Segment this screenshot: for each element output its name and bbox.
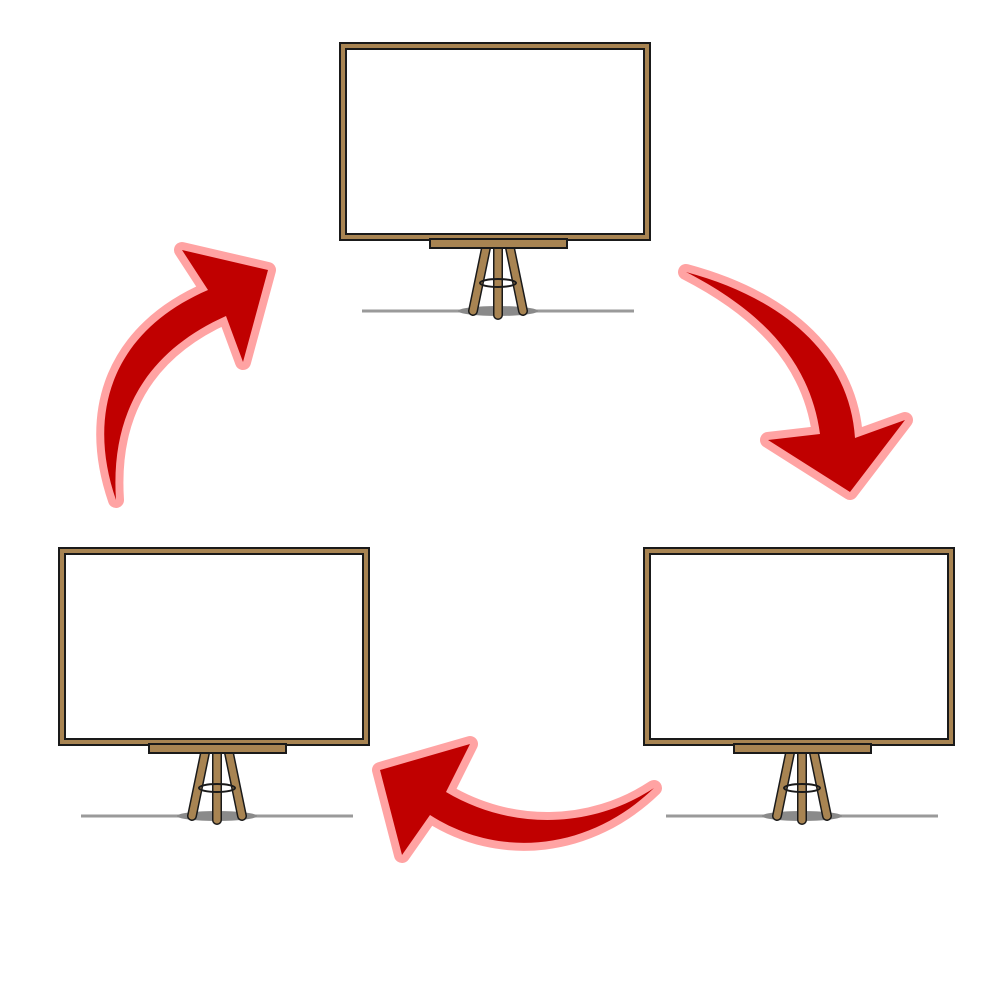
whiteboard-easel-icon-bottom-right xyxy=(644,548,954,821)
whiteboard-easel-icon-top xyxy=(340,43,650,316)
arrow-icon-right-to-left xyxy=(372,736,662,863)
arrow-icon-left-to-top xyxy=(96,242,276,508)
arrow-icon-top-to-right xyxy=(678,264,913,500)
whiteboard-easel-icon-bottom-left xyxy=(59,548,369,821)
